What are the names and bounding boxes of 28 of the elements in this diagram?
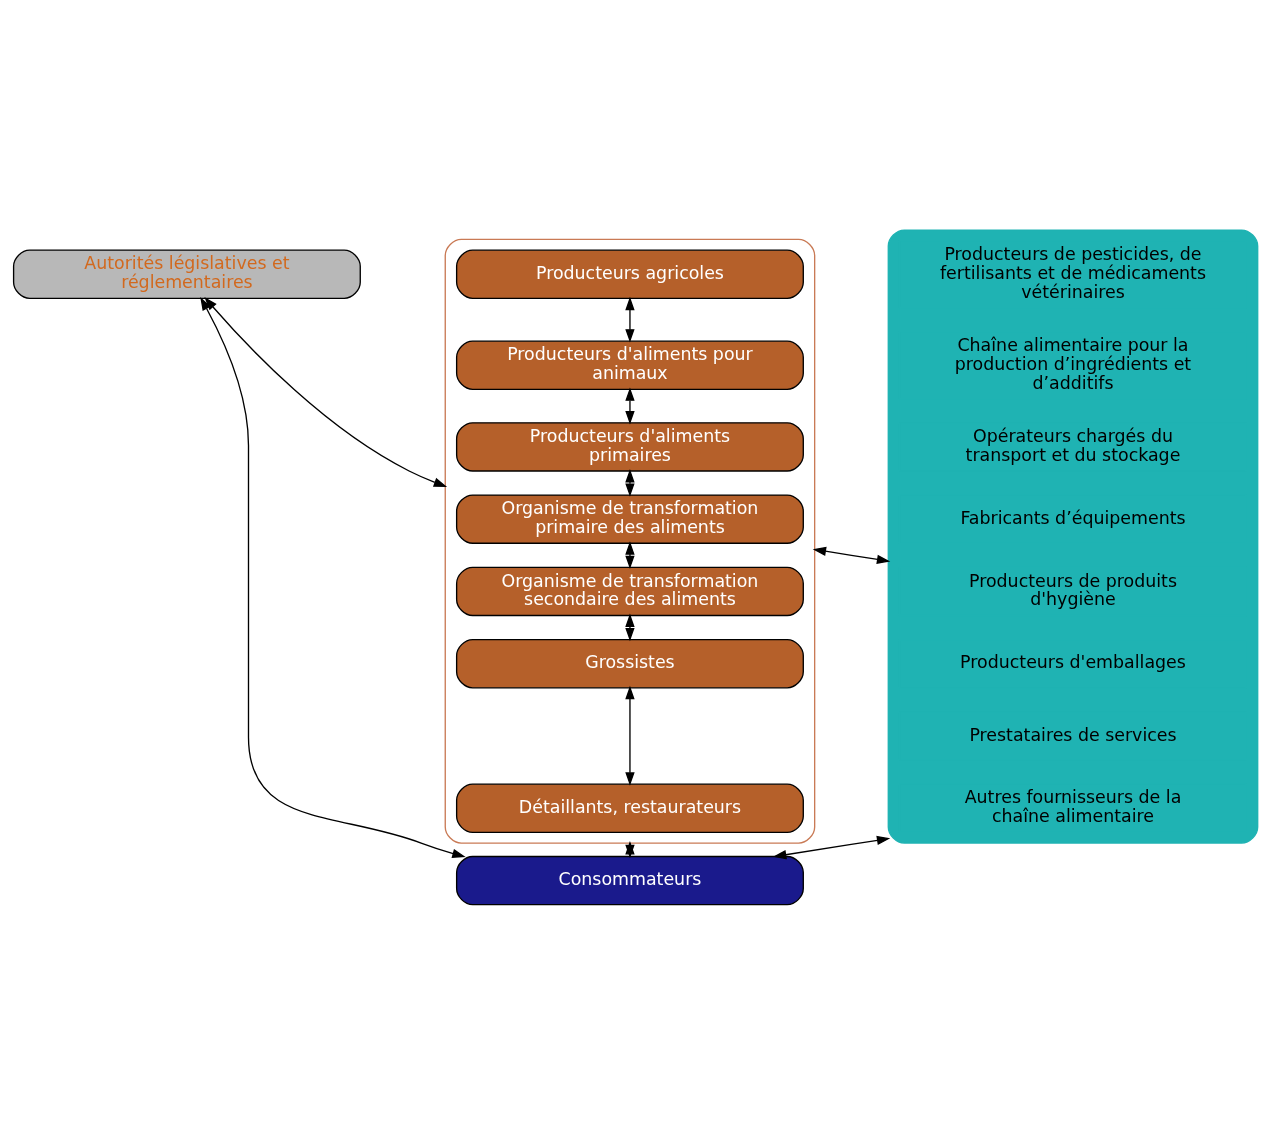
node-box: Organisme de transformation secondaire des aliments (455, 566, 804, 617)
arrow (200, 297, 466, 858)
arrow (204, 296, 448, 487)
node-text: Fabricants d’équipements (960, 507, 1186, 528)
node-box: Producteurs agricoles (455, 249, 804, 299)
node-text: Opérateurs chargés du transport et du stockage (965, 426, 1181, 465)
node-box: Producteurs d'aliments primaires (455, 422, 804, 472)
node-text: Prestataires de services (969, 724, 1177, 745)
node-box: Autorités législatives et réglementaires (12, 249, 361, 299)
node-box: Consommateurs (455, 855, 804, 906)
node-box: Producteurs d'aliments pour animaux (455, 340, 804, 390)
node-text: Producteurs de produits d'hygiène (969, 570, 1177, 610)
arrow (625, 469, 635, 497)
arrow (625, 685, 635, 786)
arrow (625, 613, 635, 642)
arrow (625, 296, 635, 343)
arrow (625, 541, 635, 570)
arrow (772, 835, 891, 860)
arrow (625, 387, 635, 425)
node-box: Organisme de transformation primaire des aliments (455, 494, 804, 544)
node-text: Producteurs de pesticides, de fertilisants et de médicaments vétérinaires (939, 244, 1206, 302)
node-text: Chaîne alimentaire pour la production d’ingrédients et d’additifs (954, 335, 1192, 393)
node-box: Grossistes (455, 638, 804, 689)
cluster (887, 229, 1259, 844)
node-text: Producteurs d'emballages (960, 652, 1186, 673)
node-box: Détaillants, restaurateurs (455, 783, 804, 834)
arrow (812, 546, 891, 564)
node-text: Autres fournisseurs de la chaîne alimentaire (964, 787, 1182, 827)
